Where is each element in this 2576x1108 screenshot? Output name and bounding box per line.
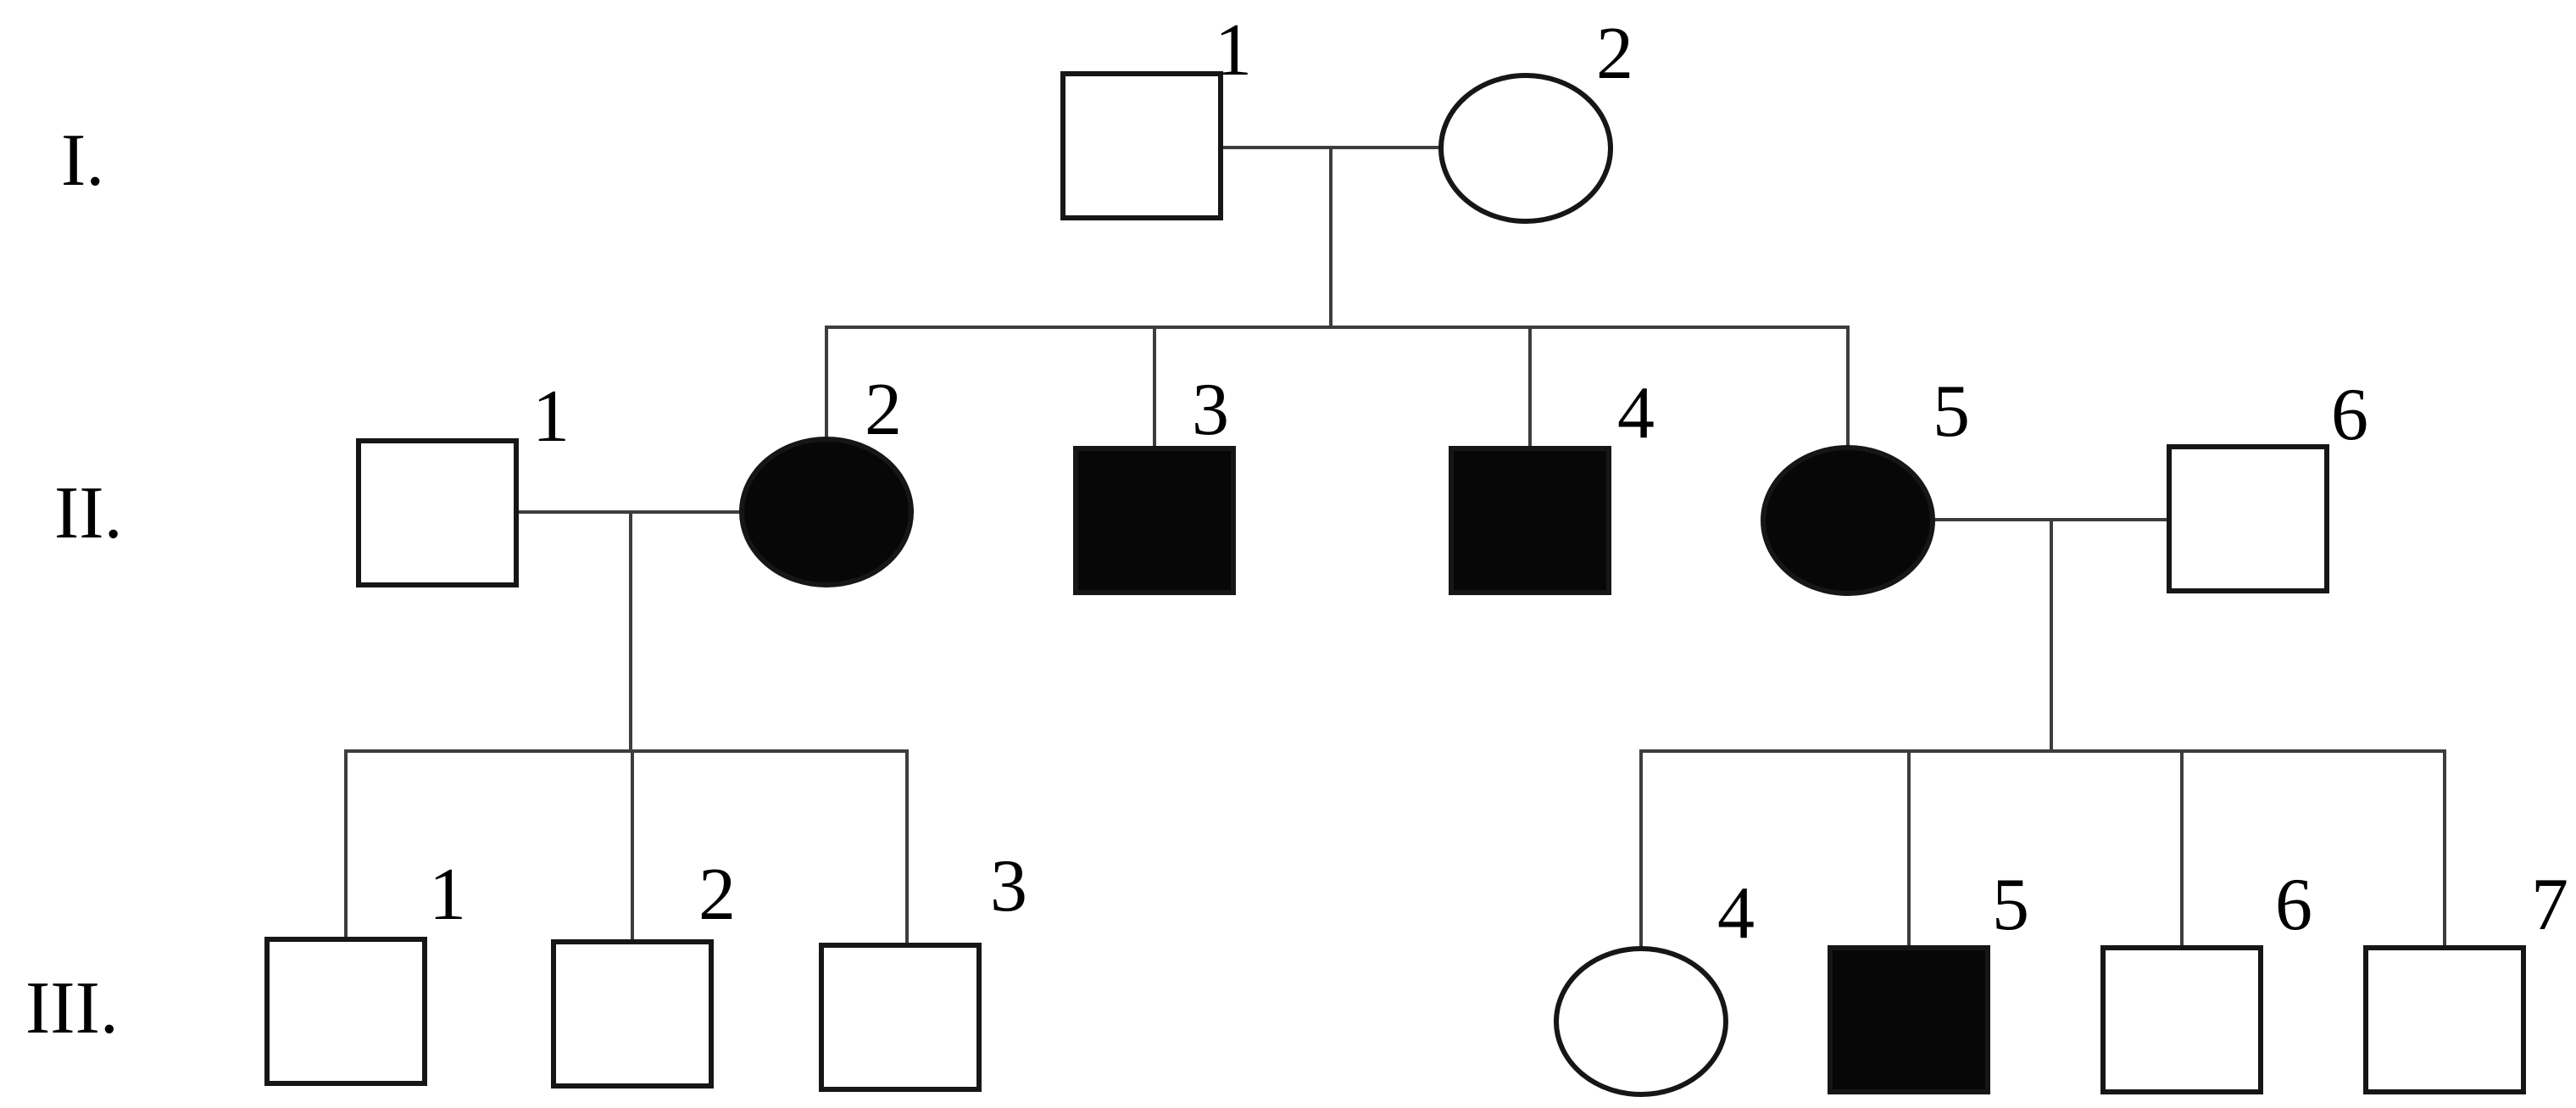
individual-II-5-female-circle-symbol xyxy=(1761,445,1935,596)
individual-II-5-number-label: 5 xyxy=(1933,370,1970,453)
individual-II-2-number-label: 2 xyxy=(865,369,902,451)
individual-III-3-number-label: 3 xyxy=(990,845,1027,927)
generation-label-III: III. xyxy=(25,967,119,1050)
individual-II-6-male-square-symbol xyxy=(2167,444,2329,593)
individual-II-1-male-square-symbol xyxy=(356,438,519,587)
generation-label-I: I. xyxy=(61,120,104,202)
individual-III-1-number-label: 1 xyxy=(429,854,466,936)
individual-III-7-number-label: 7 xyxy=(2531,864,2568,946)
individual-II-1-number-label: 1 xyxy=(532,376,570,458)
individual-I-1-number-label: 1 xyxy=(1215,9,1252,92)
individual-III-2-number-label: 2 xyxy=(698,854,736,936)
individual-III-1-male-square-symbol xyxy=(264,937,427,1086)
individual-I-2-female-circle-symbol xyxy=(1438,73,1613,224)
individual-I-2-number-label: 2 xyxy=(1596,13,1633,95)
individual-II-6-number-label: 6 xyxy=(2331,374,2368,456)
individual-II-3-male-square-symbol xyxy=(1073,446,1236,595)
individual-III-3-male-square-symbol xyxy=(819,943,982,1092)
generation-label-II: II. xyxy=(54,472,123,554)
individual-I-1-male-square-symbol xyxy=(1060,71,1223,220)
individual-III-6-male-square-symbol xyxy=(2100,945,2263,1094)
individual-II-4-male-square-symbol xyxy=(1449,446,1611,595)
individual-III-4-female-circle-symbol xyxy=(1554,946,1728,1097)
individual-III-7-male-square-symbol xyxy=(2363,945,2526,1094)
individual-II-2-female-circle-symbol xyxy=(739,437,914,587)
individual-III-6-number-label: 6 xyxy=(2275,864,2312,946)
individual-II-4-number-label: 4 xyxy=(1617,372,1655,454)
individual-III-2-male-square-symbol xyxy=(551,939,714,1089)
individual-II-3-number-label: 3 xyxy=(1192,369,1229,451)
individual-III-4-number-label: 4 xyxy=(1717,872,1755,955)
individual-III-5-number-label: 5 xyxy=(1992,864,2029,946)
individual-III-5-male-square-symbol xyxy=(1828,945,1990,1094)
